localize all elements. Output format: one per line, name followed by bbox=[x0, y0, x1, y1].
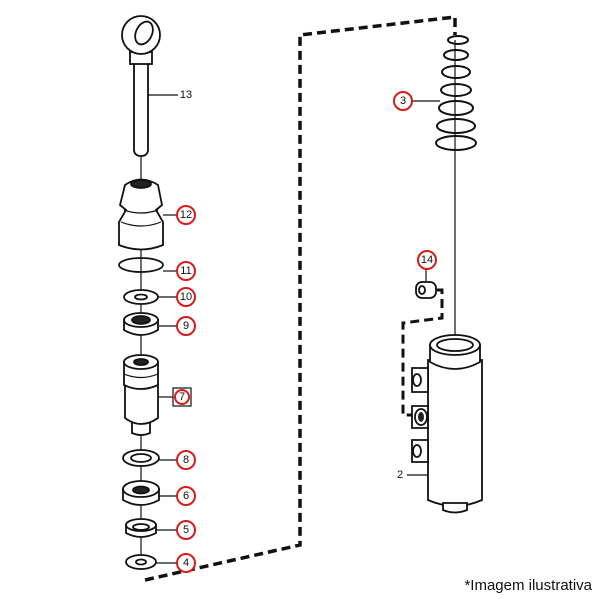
assembly-path bbox=[144, 15, 457, 582]
part-11-circlip bbox=[118, 257, 164, 273]
label-4: 4 bbox=[183, 557, 189, 569]
part-12-boot bbox=[118, 178, 164, 251]
illustrative-image-caption: *Imagem ilustrativa bbox=[464, 577, 592, 594]
label-6: 6 bbox=[183, 490, 189, 502]
label-11: 11 bbox=[180, 265, 191, 277]
label-10: 10 bbox=[180, 291, 192, 303]
label-9: 9 bbox=[183, 320, 189, 332]
part-5-cup bbox=[125, 518, 157, 538]
part-10-washer bbox=[123, 289, 159, 305]
label-3: 3 bbox=[400, 95, 406, 107]
part-2-cylinder bbox=[411, 334, 483, 514]
part-8-washer bbox=[122, 449, 160, 467]
label-12: 12 bbox=[180, 209, 192, 221]
label-5: 5 bbox=[183, 524, 189, 536]
part-14-nut bbox=[415, 281, 437, 299]
part-9-seal bbox=[123, 312, 159, 336]
label-2: 2 bbox=[397, 469, 403, 481]
part-4-washer bbox=[125, 554, 157, 570]
port-path bbox=[401, 288, 444, 417]
part-13-banjo-bolt bbox=[121, 15, 161, 157]
label-13: 13 bbox=[180, 89, 192, 101]
part-3-spring bbox=[435, 35, 477, 151]
label-14: 14 bbox=[421, 254, 433, 266]
part-7-piston bbox=[123, 354, 159, 436]
label-7: 7 bbox=[179, 391, 185, 403]
label-8: 8 bbox=[183, 454, 189, 466]
part-6-seal bbox=[122, 480, 160, 506]
